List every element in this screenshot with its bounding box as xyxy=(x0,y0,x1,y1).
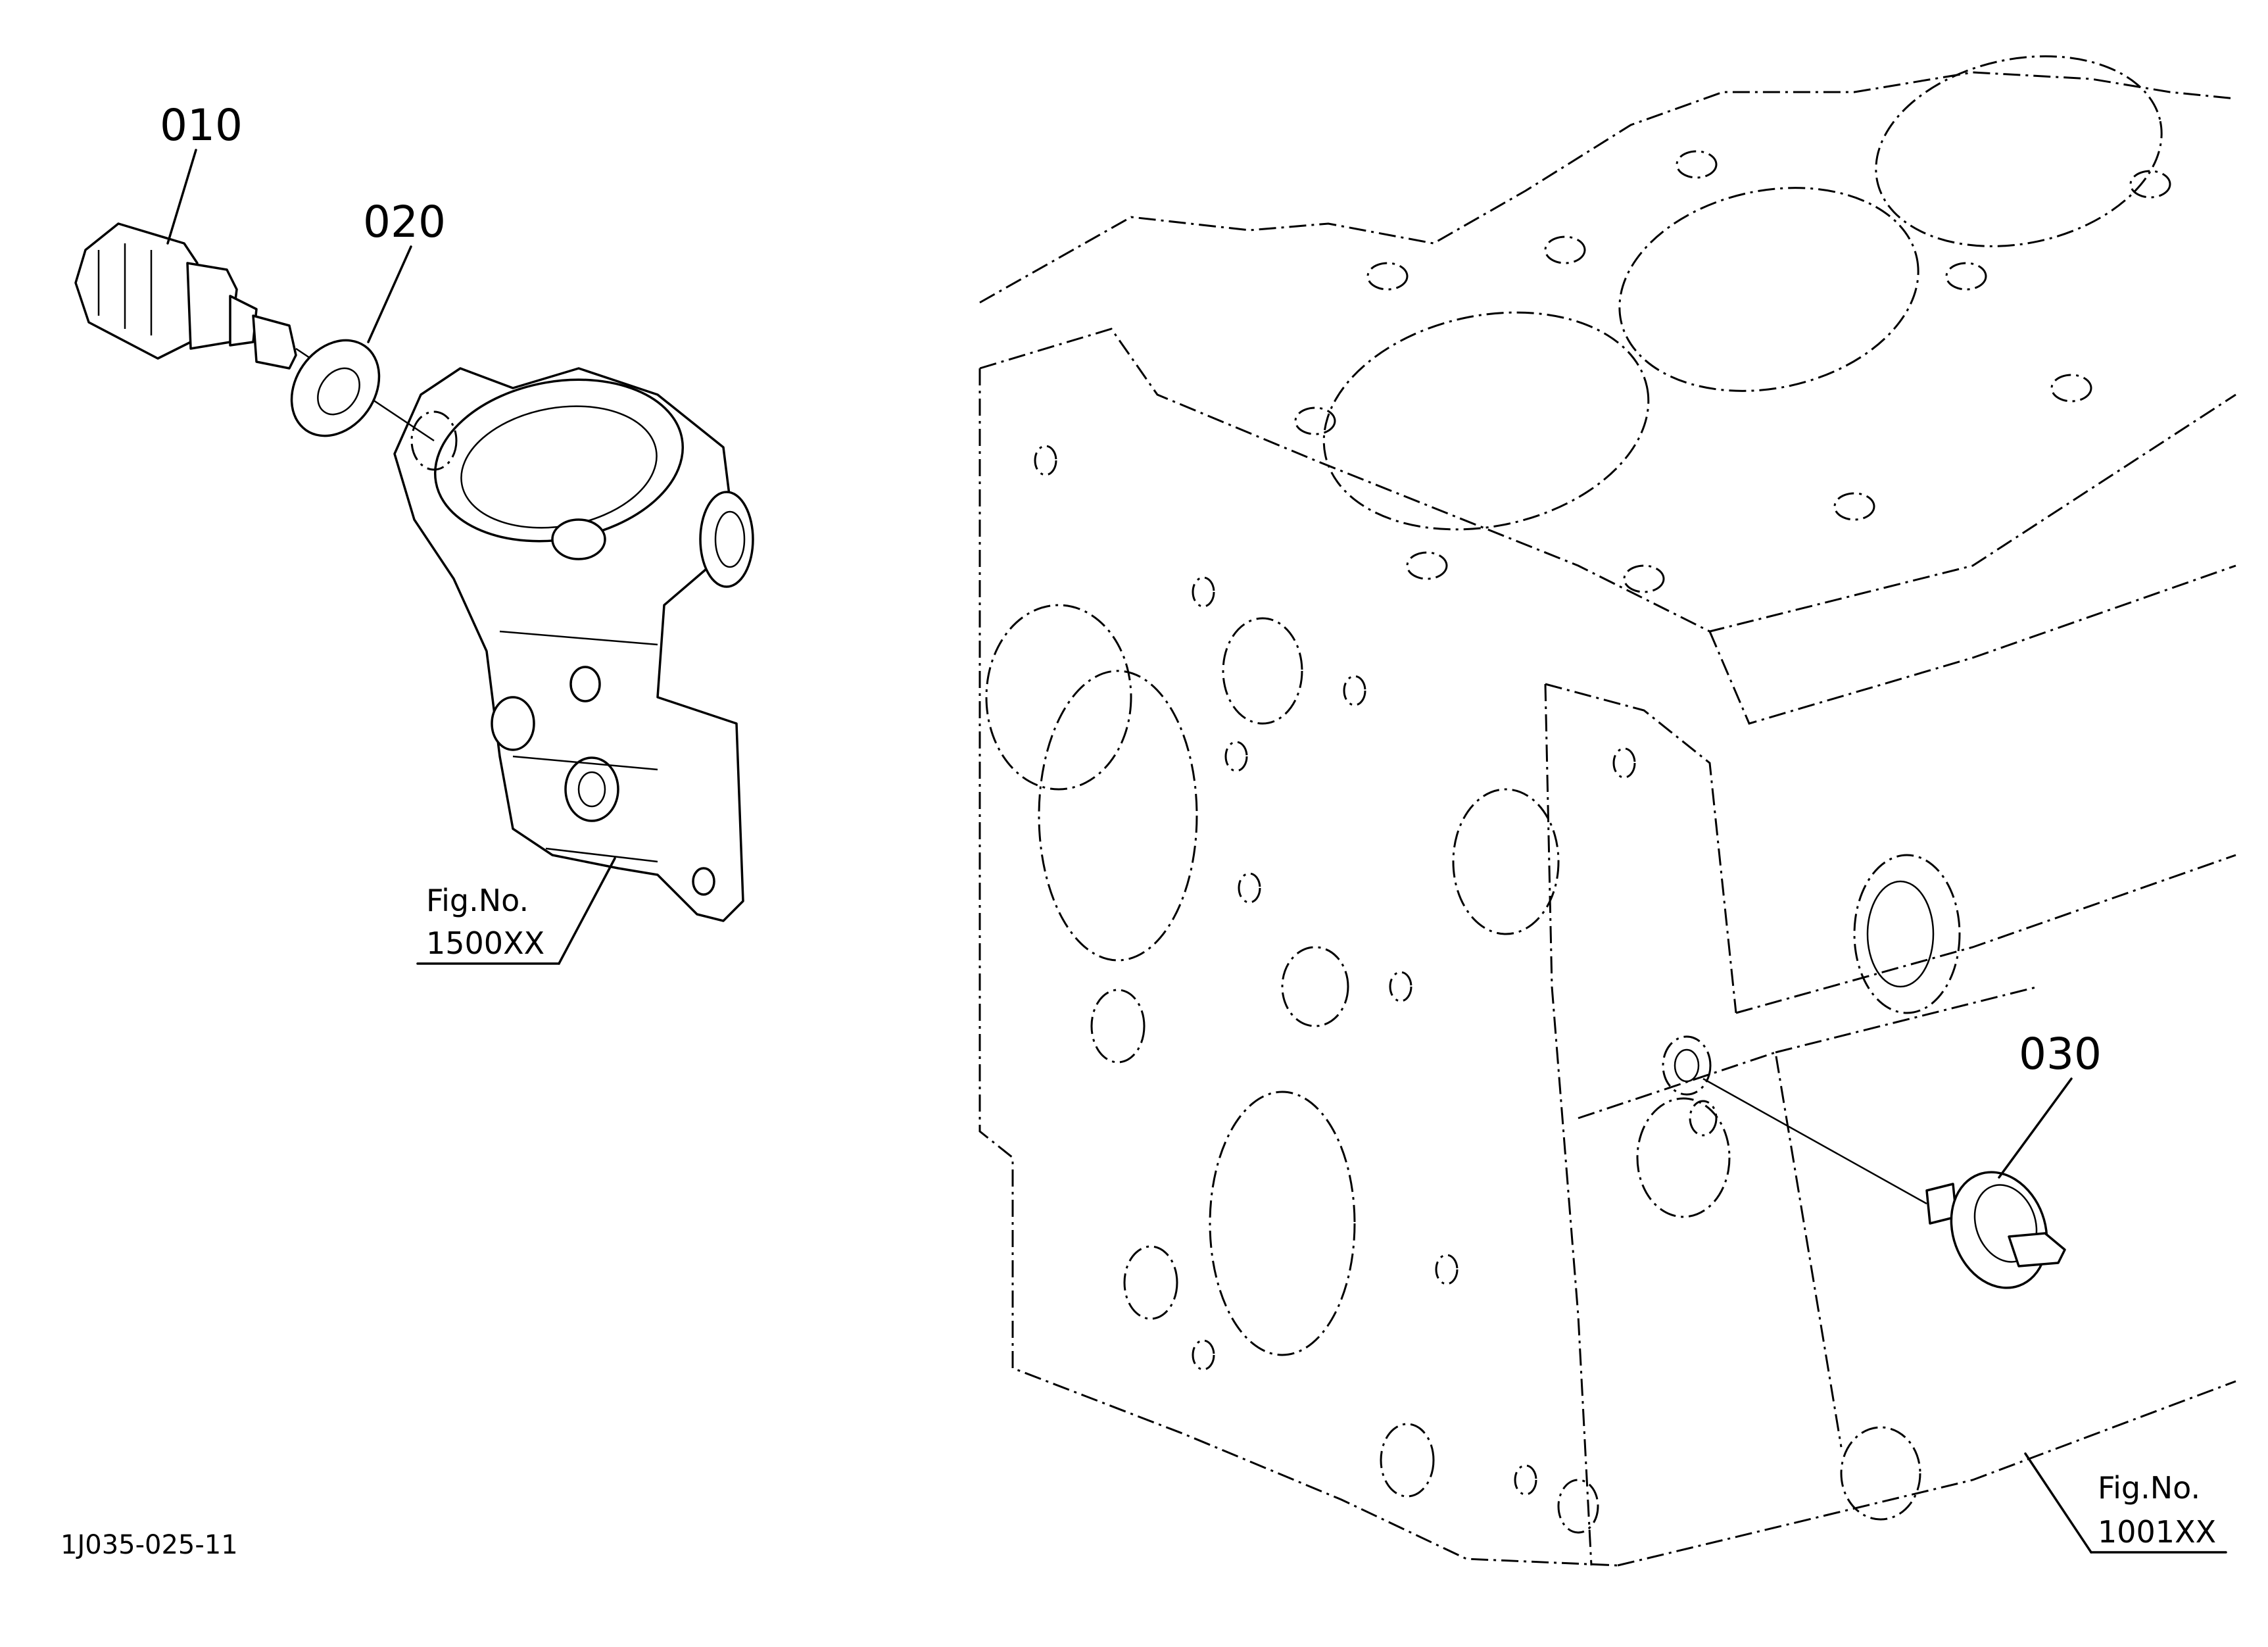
ref-1001-line2: 1001XX xyxy=(2098,1514,2216,1550)
ref-1001-line1: Fig.No. xyxy=(2098,1470,2200,1506)
axis-line-030 xyxy=(1702,1077,1927,1205)
callout-030: 030 xyxy=(2019,1029,2102,1079)
ref-1500-line2: 1500XX xyxy=(426,925,544,961)
leader-010 xyxy=(166,149,197,245)
callout-010: 010 xyxy=(160,100,243,151)
part-020-washer xyxy=(290,339,381,437)
drawing-code: 1J035-025-11 xyxy=(60,1530,238,1560)
bolt-holes xyxy=(1034,150,2171,1534)
leader-020 xyxy=(367,245,412,343)
part-030-oil-pressure-switch xyxy=(1925,1171,2066,1289)
ref-1500-leader xyxy=(558,857,616,965)
ref-1500-line1: Fig.No. xyxy=(426,883,529,918)
crankcase xyxy=(978,55,2236,1567)
leader-030 xyxy=(1998,1077,2073,1179)
part-010-temperature-sensor xyxy=(74,222,297,370)
callout-020: 020 xyxy=(363,197,446,247)
water-flange-housing xyxy=(393,367,754,922)
ref-1001-leader xyxy=(2024,1452,2092,1554)
